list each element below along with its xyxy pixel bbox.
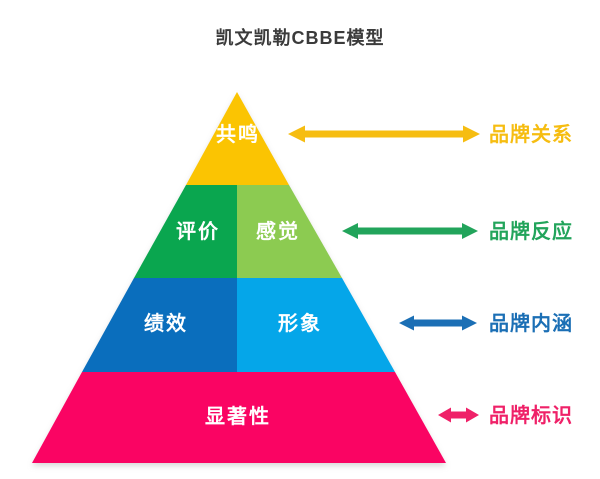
cell-label-performance: 绩效: [144, 311, 188, 335]
page-title: 凯文凯勒CBBE模型: [215, 28, 385, 48]
cell-resonance: [186, 92, 289, 185]
annotation-brand-response: 品牌反应: [489, 219, 573, 243]
cell-imagery: [237, 278, 395, 372]
cell-feelings: [237, 185, 342, 278]
cell-label-imagery: 形象: [278, 311, 322, 335]
annotation-brand-meaning: 品牌内涵: [489, 311, 573, 335]
cell-label-resonance: 共鸣: [216, 122, 260, 146]
cell-judgments: [134, 185, 237, 278]
cell-label-judgments: 评价: [176, 220, 220, 243]
brand-meaning-arrow-icon: [399, 315, 477, 331]
pyramid: [32, 92, 446, 463]
annotation-brand-identity: 品牌标识: [489, 403, 573, 427]
annotation-brand-relationship: 品牌关系: [489, 122, 573, 146]
brand-identity-arrow-icon: [438, 407, 479, 423]
brand-response-arrow-icon: [342, 223, 478, 239]
cell-salience: [32, 372, 446, 463]
cell-label-salience: 显著性: [205, 405, 271, 428]
cell-label-feelings: 感觉: [256, 219, 300, 243]
cell-performance: [82, 278, 237, 372]
brand-relationship-arrow-icon: [288, 125, 480, 143]
